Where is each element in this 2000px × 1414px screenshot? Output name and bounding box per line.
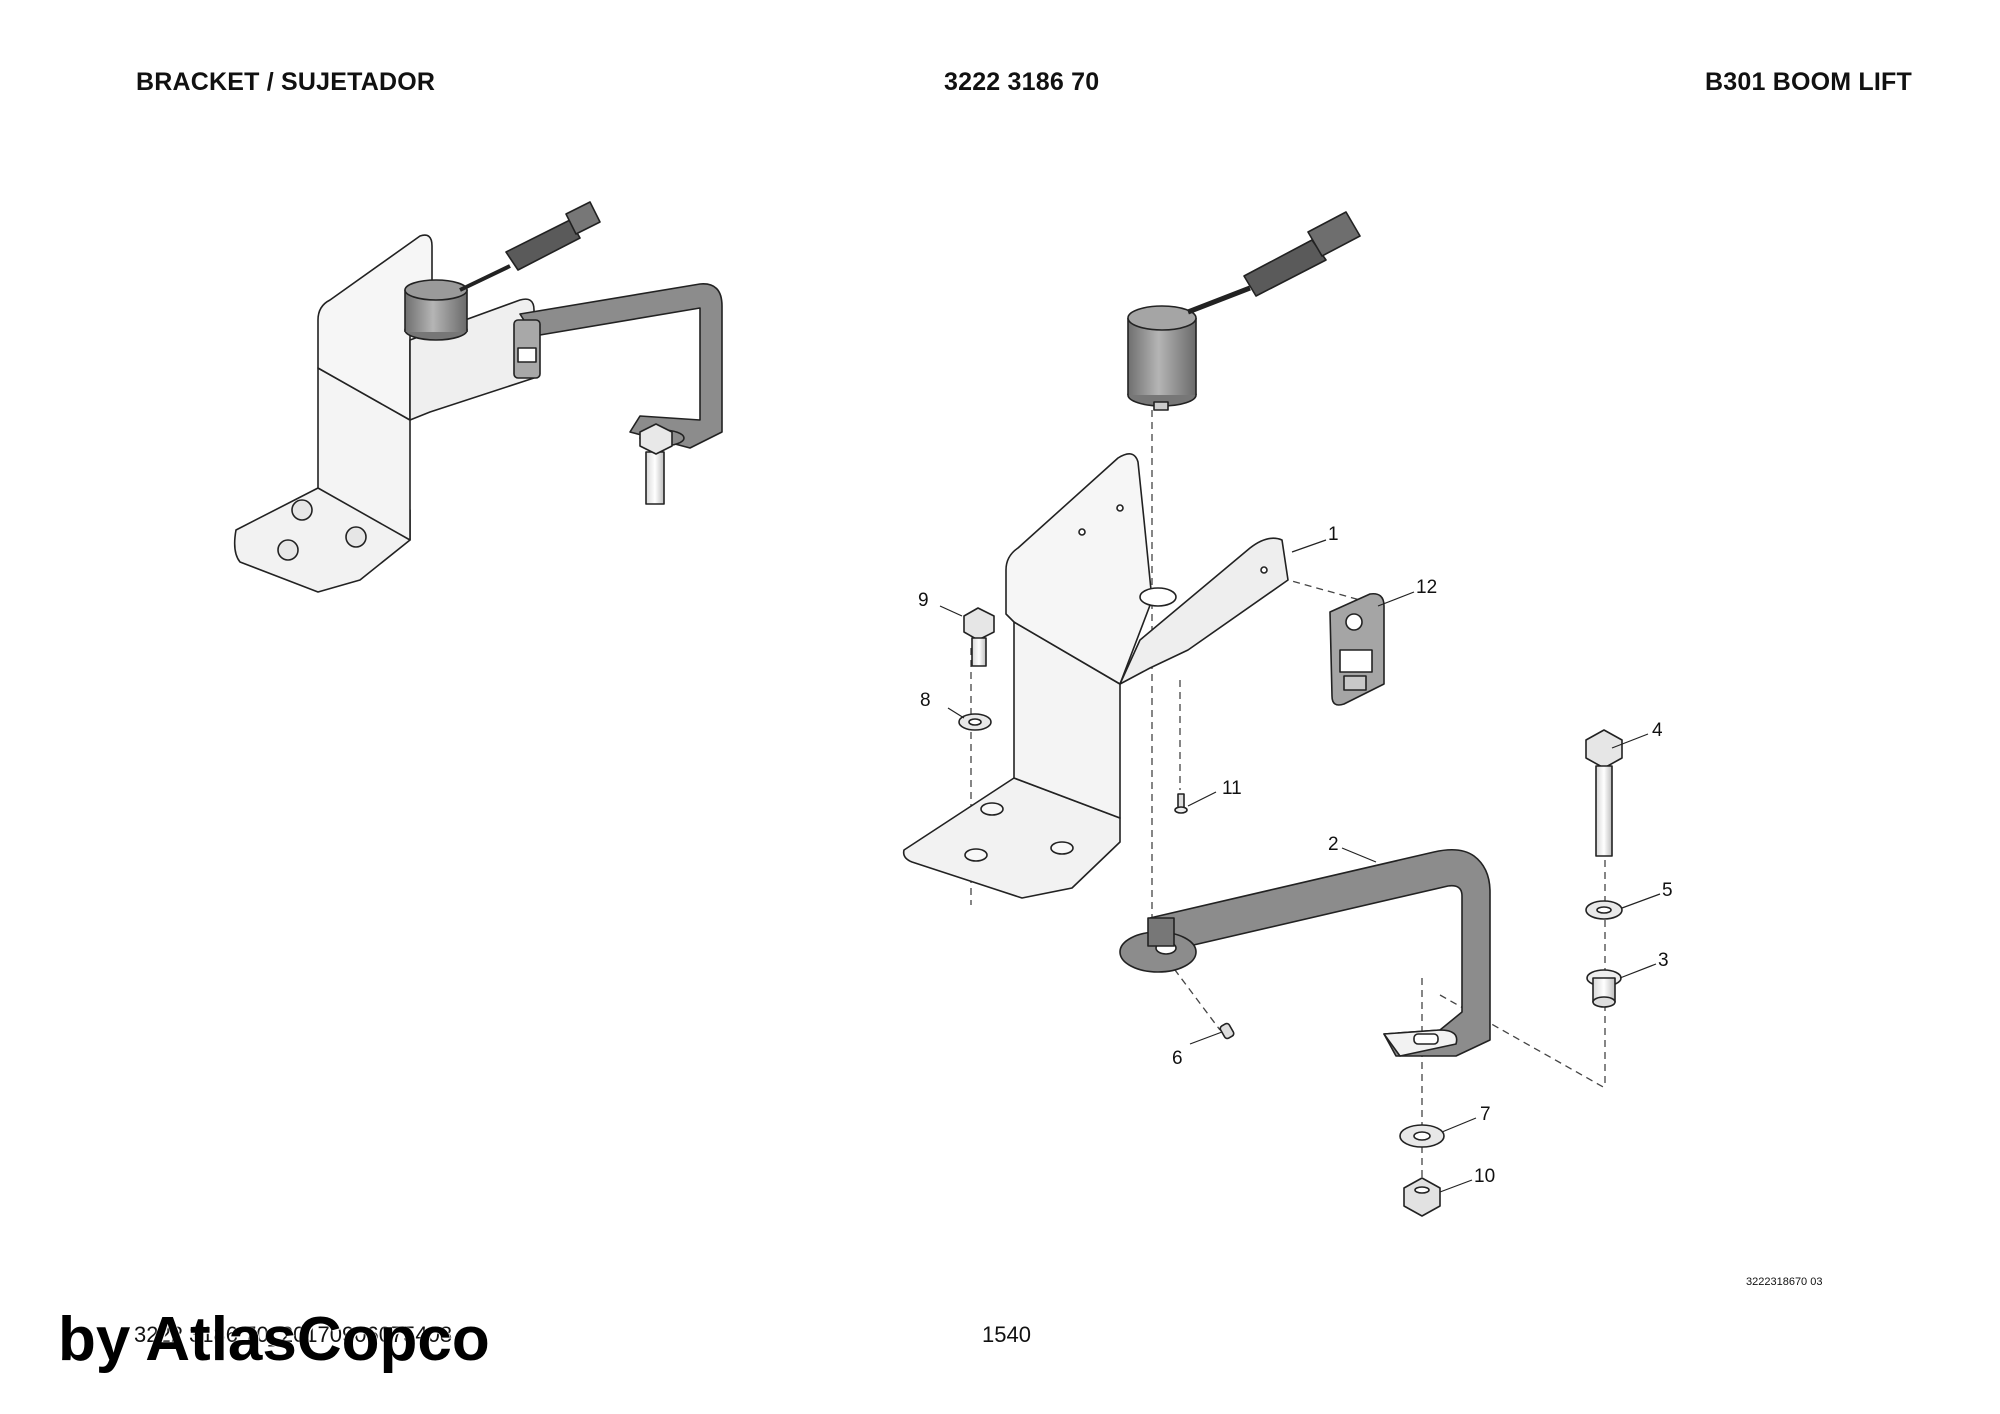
part-10-nut: [1403, 1177, 1441, 1217]
page-number: 1540: [982, 1322, 1031, 1347]
callout-12: 12: [1416, 577, 1437, 598]
callout-4: 4: [1652, 720, 1663, 741]
part-1-bracket: [902, 453, 1289, 899]
watermark: by AtlasCopco: [58, 1305, 490, 1374]
sensor-connector: [1243, 239, 1327, 297]
part-11-screw: [1174, 793, 1188, 814]
illustration-id: 3222318670 03: [1746, 1276, 1823, 1288]
part-9-bolt: [963, 607, 995, 667]
strap-assembled: [519, 283, 723, 449]
callout-1: 1: [1328, 524, 1339, 545]
callout-2: 2: [1328, 834, 1339, 855]
callout-8: 8: [920, 690, 931, 711]
proximity-sensor: [1127, 211, 1361, 411]
callout-3: 3: [1658, 950, 1669, 971]
footer-code: 3222 3186 70_20170906075408: [134, 1322, 453, 1347]
callout-10: 10: [1474, 1166, 1495, 1187]
bracket-upper: [317, 234, 433, 421]
callout-6: 6: [1172, 1048, 1183, 1069]
part-3-bushing: [1586, 969, 1622, 1008]
part-4-bolt: [1585, 729, 1623, 857]
part-5-washer: [1585, 900, 1623, 920]
part-2-strap: [1119, 848, 1491, 1057]
leader-lines: [939, 539, 1661, 1193]
connector-assembled: [505, 219, 581, 271]
callout-9: 9: [918, 590, 929, 611]
callout-7: 7: [1480, 1104, 1491, 1125]
assembled-view: [233, 201, 723, 593]
exploded-view: 1 12 2 4 5 3 6 7 10 8 9 11: [902, 211, 1673, 1217]
part-7-washer: [1399, 1124, 1445, 1148]
title-right: B301 BOOM LIFT: [1705, 68, 1912, 96]
part-6-pin: [1219, 1022, 1235, 1040]
callout-5: 5: [1662, 880, 1673, 901]
part-8-washer: [958, 713, 992, 731]
callout-11: 11: [1222, 778, 1242, 799]
title-left: BRACKET / SUJETADOR: [136, 68, 436, 96]
part-number: 3222 3186 70: [944, 68, 1100, 96]
part-12-clip: [1329, 592, 1385, 706]
